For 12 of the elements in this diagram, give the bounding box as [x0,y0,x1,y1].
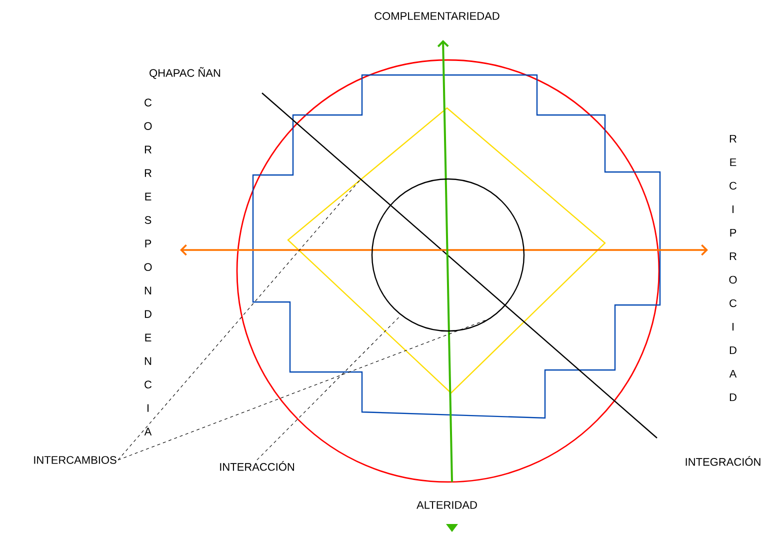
axis-label: QHAPAC ÑAN [150,67,220,79]
vertical-label: CORRESPONDENCIA [144,98,152,436]
vertical-label: RECIPROCIDAD [729,134,737,402]
leader-line [256,315,402,460]
circle-shape [371,178,525,332]
label-text: INTERCAMBIOS [34,456,116,464]
leader-line [118,180,360,460]
axis-label: COMPLEMENTARIEDAD [374,12,500,20]
leader-line [118,317,492,460]
axis-label: INTEGRACIÓN [686,456,760,466]
label-text: INTERACCIÓN [220,461,294,471]
axis-label: ALTERIDAD [416,501,477,509]
